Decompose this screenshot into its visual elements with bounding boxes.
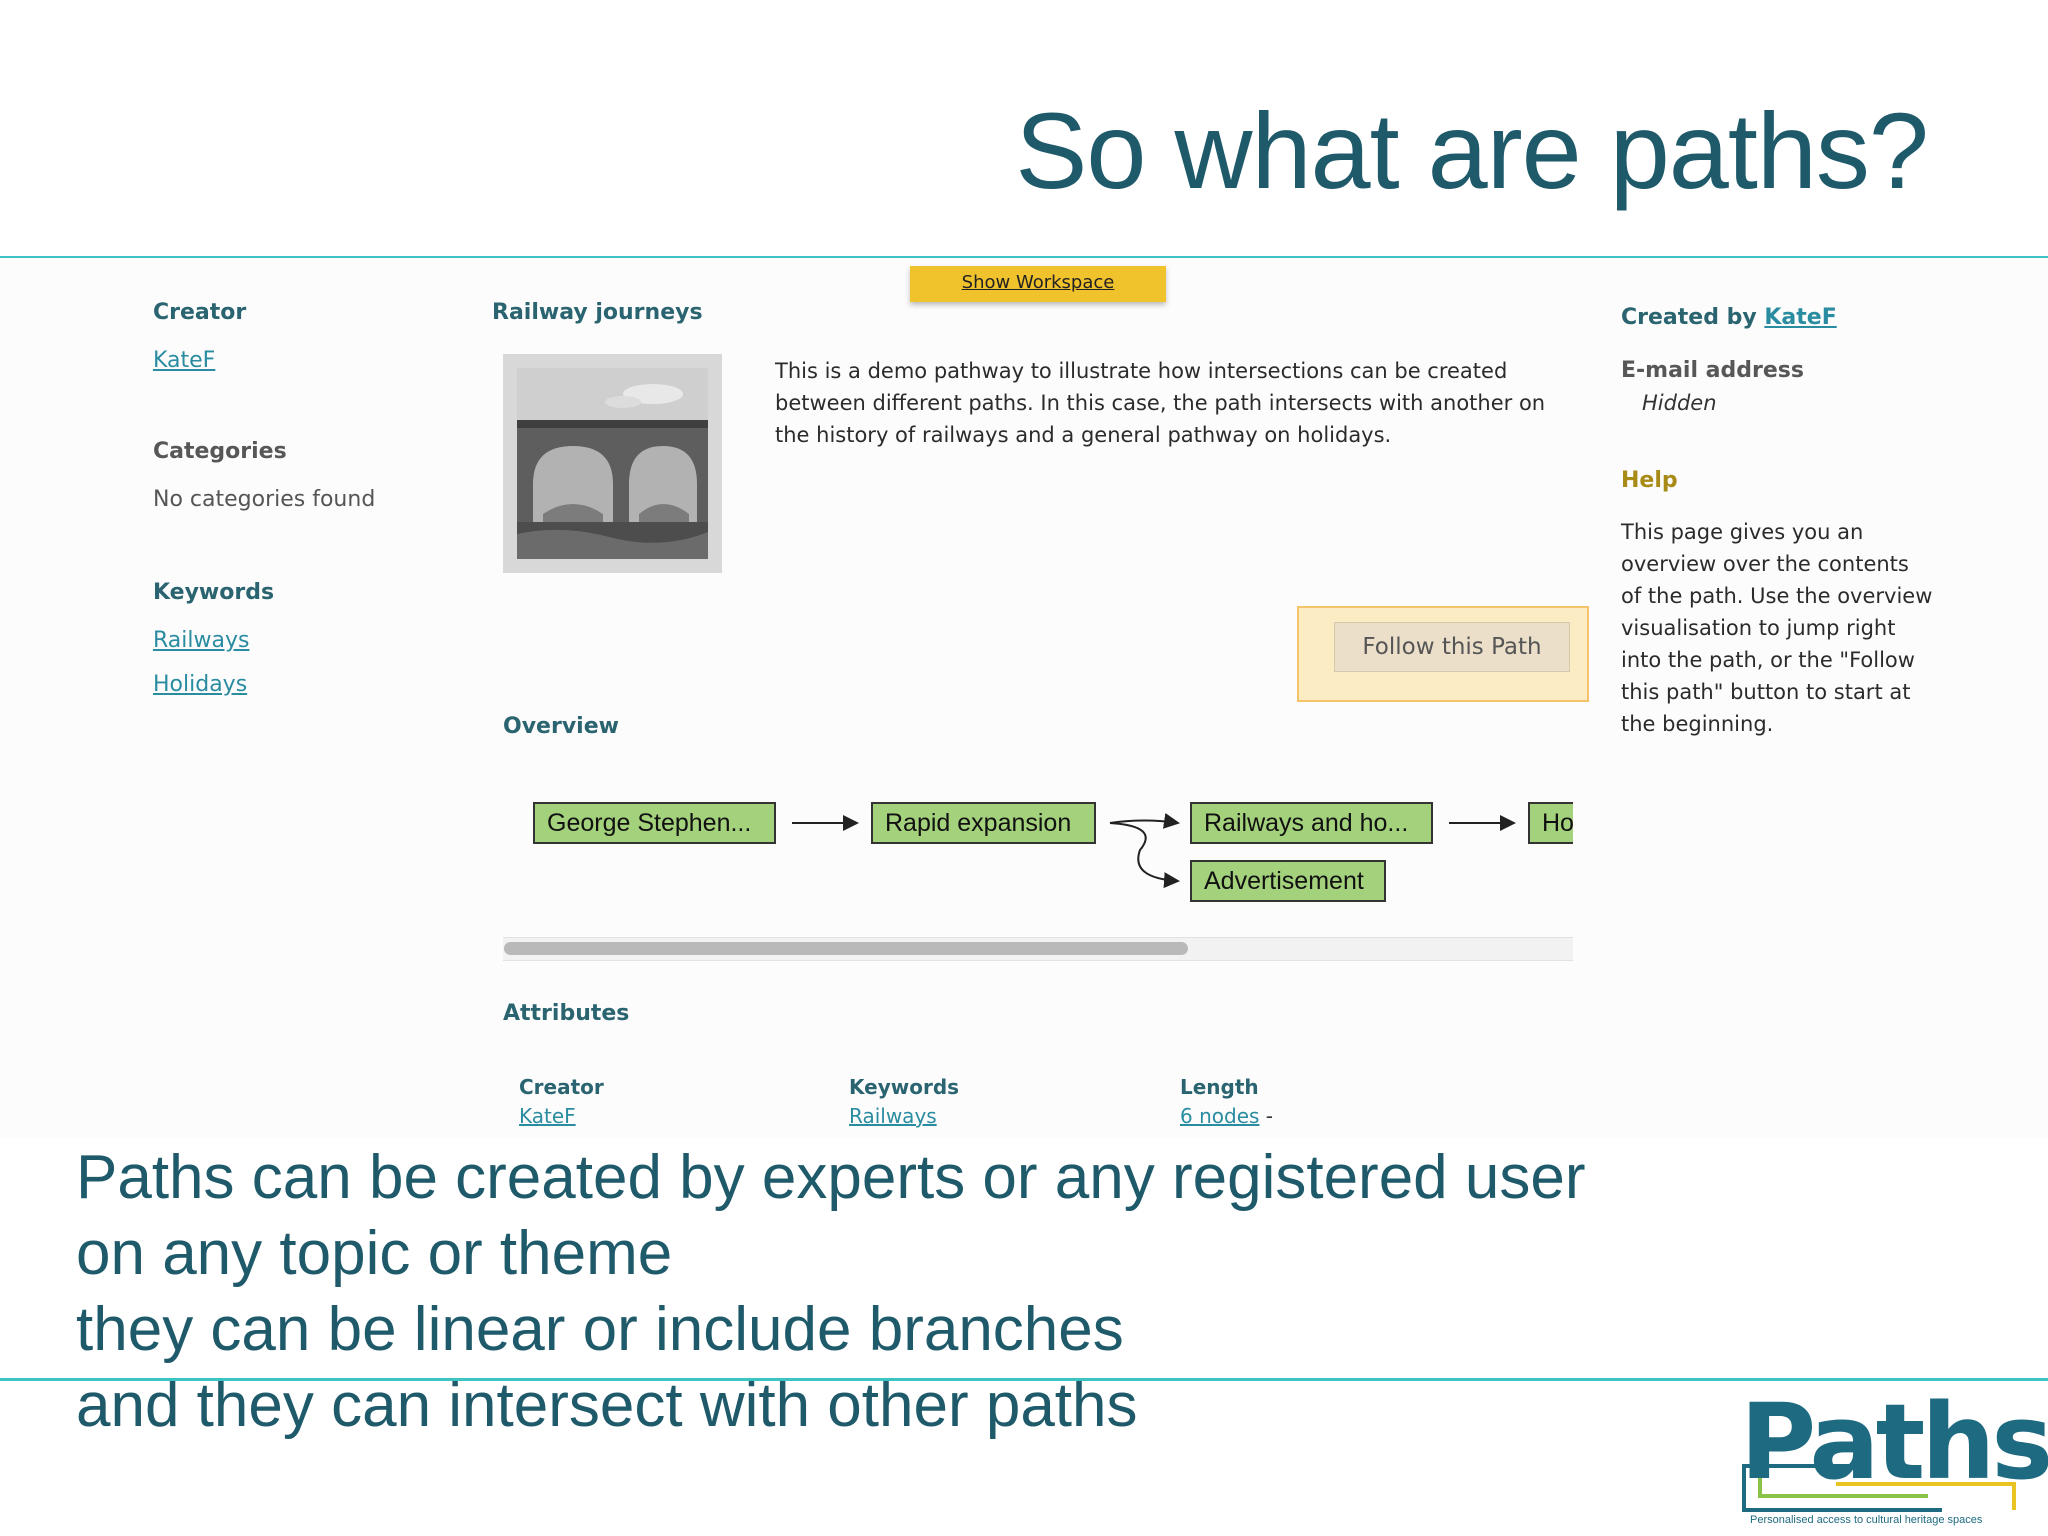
node-george-stephenson[interactable]: George Stephen... <box>533 802 776 844</box>
keyword-link-holidays[interactable]: Holidays <box>153 672 248 697</box>
attr-keywords-label: Keywords <box>849 1075 960 1099</box>
webpage-screenshot <box>0 258 2048 1138</box>
keywords-label: Keywords <box>153 580 275 605</box>
attr-creator-label: Creator <box>519 1075 604 1099</box>
attr-creator-link[interactable]: KateF <box>519 1104 576 1128</box>
path-image <box>503 354 722 573</box>
slide-bullets: Paths can be created by experts or any r… <box>76 1140 1586 1444</box>
attr-keywords-link[interactable]: Railways <box>849 1104 937 1128</box>
created-by-label: Created by <box>1621 305 1757 330</box>
email-value: Hidden <box>1642 391 1717 415</box>
help-text: This page gives you an overview over the… <box>1621 520 1933 736</box>
created-by-link[interactable]: KateF <box>1764 305 1837 330</box>
show-workspace-button[interactable]: Show Workspace <box>910 266 1166 302</box>
bullet-line-3: they can be linear or include branches <box>76 1295 1124 1364</box>
bottom-divider <box>0 1378 2048 1381</box>
created-by: Created by KateF <box>1621 305 1837 330</box>
path-title: Railway journeys <box>492 300 703 325</box>
categories-value: No categories found <box>153 487 376 512</box>
bullet-line-1: Paths can be created by experts or any r… <box>76 1143 1586 1212</box>
top-divider <box>0 256 2048 259</box>
attr-length-link[interactable]: 6 nodes <box>1180 1104 1260 1128</box>
node-rapid-expansion[interactable]: Rapid expansion <box>871 802 1096 844</box>
node-holidays-partial[interactable]: Ho <box>1528 802 1573 844</box>
creator-link[interactable]: KateF <box>153 348 216 373</box>
slide-title: So what are paths? <box>1015 90 1929 211</box>
overview-scroll-thumb[interactable] <box>504 942 1188 955</box>
paths-logo: Paths Personalised access to cultural he… <box>1736 1390 2048 1530</box>
follow-path-button[interactable]: Follow this Path <box>1334 622 1570 672</box>
logo-tagline: Personalised access to cultural heritage… <box>1750 1514 1983 1526</box>
creator-label: Creator <box>153 300 247 325</box>
bullet-line-4: and they can intersect with other paths <box>76 1371 1138 1440</box>
categories-label: Categories <box>153 439 287 464</box>
attr-length-value: 6 nodes - <box>1180 1104 1273 1128</box>
help-label: Help <box>1621 468 1678 493</box>
path-description: This is a demo pathway to illustrate how… <box>775 359 1546 447</box>
attributes-label: Attributes <box>503 1001 630 1026</box>
email-label: E-mail address <box>1621 358 1804 383</box>
bullet-line-2: on any topic or theme <box>76 1219 673 1288</box>
keyword-link-railways[interactable]: Railways <box>153 628 250 653</box>
logo-word: Paths <box>1740 1381 2048 1503</box>
attr-length-suffix: - <box>1265 1104 1273 1128</box>
attr-length-label: Length <box>1180 1075 1259 1099</box>
overview-label: Overview <box>503 714 619 739</box>
node-railways-and-holidays[interactable]: Railways and ho... <box>1190 802 1433 844</box>
node-advertisement[interactable]: Advertisement <box>1190 860 1386 902</box>
